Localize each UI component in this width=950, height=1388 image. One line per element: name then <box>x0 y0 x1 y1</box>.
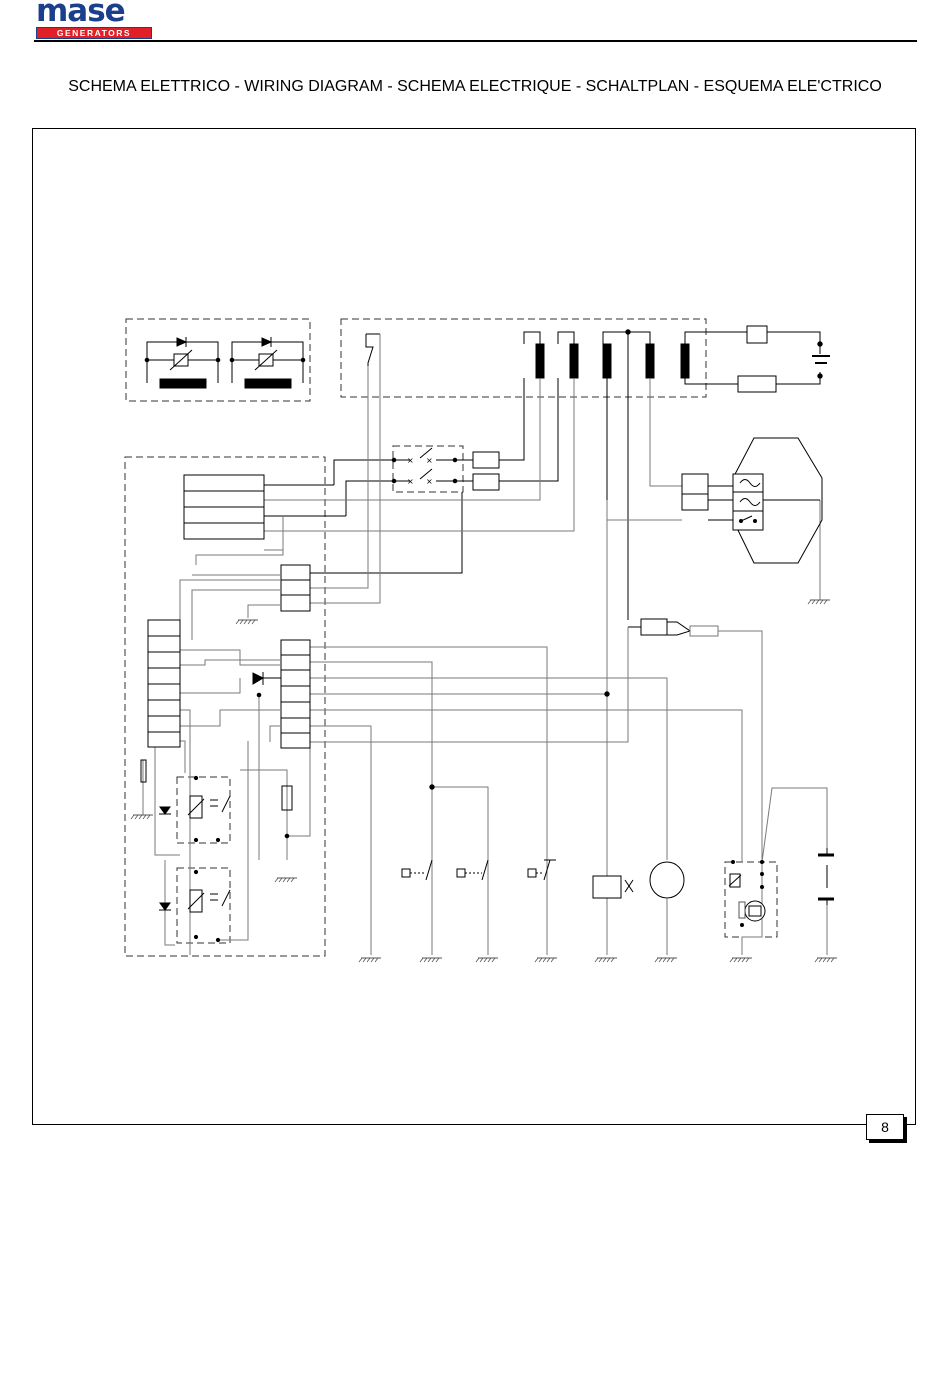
winding-2 <box>570 344 578 378</box>
ac-output-socket <box>682 438 822 563</box>
fuse-block-2 <box>473 474 499 490</box>
output-fuse-2 <box>682 494 708 510</box>
diode-icon <box>177 338 186 346</box>
winding-5 <box>681 344 689 378</box>
svg-text:×: × <box>426 477 433 486</box>
solenoid-valve <box>593 876 621 898</box>
bottom-devices <box>402 848 834 955</box>
fuel-pump-motor <box>650 862 684 898</box>
diode-icon <box>253 673 263 684</box>
relay-1-box <box>177 777 230 843</box>
capacitor-block <box>747 326 767 343</box>
diode-icon <box>262 338 271 346</box>
rectifier-modules <box>145 337 305 388</box>
svg-text:×: × <box>407 477 414 486</box>
signal-wiring <box>143 334 827 955</box>
winding-3 <box>603 344 611 378</box>
alternator-windings <box>366 326 830 392</box>
terminal-block-right <box>281 640 310 748</box>
ground-symbols <box>131 600 837 962</box>
diode-icon <box>160 807 170 814</box>
circuit-breaker: × × × × <box>392 378 558 490</box>
resistor-block-1 <box>160 379 206 388</box>
winding-1 <box>536 344 544 378</box>
sensor-block <box>641 619 667 635</box>
glow-plug <box>430 619 718 789</box>
glow-plug-element <box>690 626 718 636</box>
output-fuse-1 <box>682 474 708 494</box>
resistor-block-2 <box>245 379 291 388</box>
fuse-block-1 <box>473 452 499 468</box>
svg-text:×: × <box>426 456 433 465</box>
pressure-switch-icon <box>402 869 410 877</box>
temp-switch-icon <box>457 869 465 877</box>
diode-icon <box>160 903 170 910</box>
winding-4 <box>646 344 654 378</box>
level-switch-icon <box>528 869 536 877</box>
svg-text:×: × <box>407 456 414 465</box>
page-number: 8 <box>866 1114 904 1140</box>
dashed-enclosures <box>125 319 777 956</box>
terminal-block-mid <box>281 565 310 611</box>
resistor-block <box>738 376 776 392</box>
starter-box <box>725 862 777 937</box>
